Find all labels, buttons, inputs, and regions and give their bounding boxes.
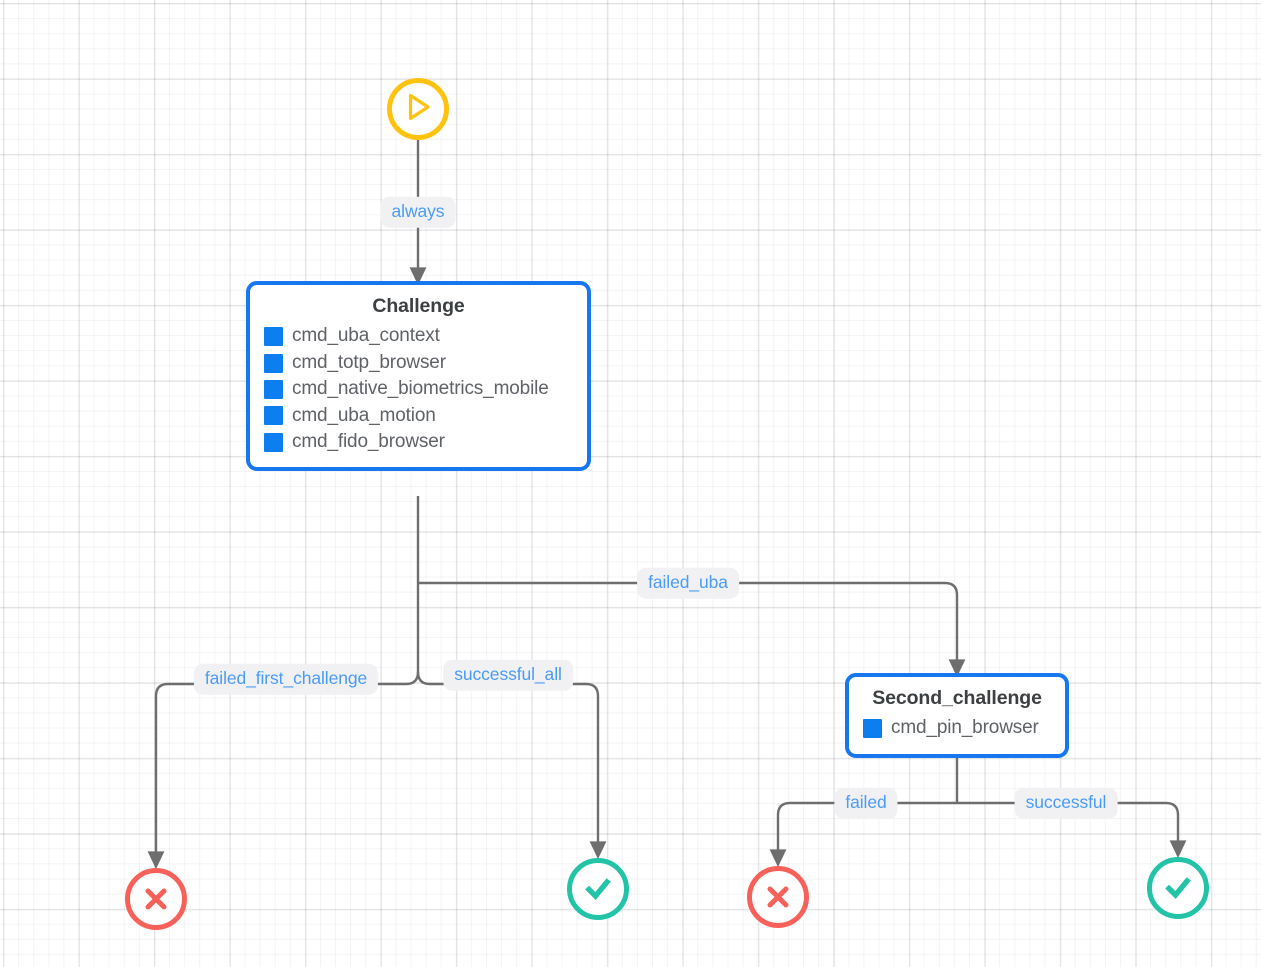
edge-label-failed[interactable]: failed <box>834 787 898 819</box>
start-node[interactable] <box>387 78 449 140</box>
edge-label-successful[interactable]: successful <box>1014 787 1118 819</box>
method-color-swatch <box>264 353 283 373</box>
terminal-fail-second-challenge[interactable] <box>747 866 809 928</box>
check-circle-icon <box>581 872 615 906</box>
edge-path-failed-first-challenge <box>147 671 420 870</box>
method-color-swatch <box>264 379 283 399</box>
node-challenge-method-row[interactable]: cmd_native_biometrics_mobile <box>264 376 573 402</box>
method-color-swatch <box>264 432 283 452</box>
method-label: cmd_uba_motion <box>292 404 436 426</box>
node-second-challenge-method-row[interactable]: cmd_pin_browser <box>863 715 1051 741</box>
terminal-fail-first-challenge[interactable] <box>125 868 187 930</box>
node-challenge-method-row[interactable]: cmd_uba_context <box>264 323 573 349</box>
edge-label-failed-uba[interactable]: failed_uba <box>637 567 739 599</box>
edge-label-always[interactable]: always <box>380 196 456 228</box>
play-circle-icon <box>401 90 435 129</box>
node-challenge[interactable]: Challenge cmd_uba_context cmd_totp_brows… <box>246 281 591 472</box>
method-label: cmd_totp_browser <box>292 351 446 373</box>
node-challenge-method-row[interactable]: cmd_fido_browser <box>264 429 573 455</box>
method-color-swatch <box>863 719 882 739</box>
node-challenge-method-row[interactable]: cmd_uba_motion <box>264 403 573 429</box>
x-circle-icon <box>762 881 794 913</box>
node-second-challenge[interactable]: Second_challenge cmd_pin_browser <box>845 673 1069 758</box>
check-circle-icon <box>1161 871 1195 905</box>
method-color-swatch <box>264 406 283 426</box>
x-circle-icon <box>140 883 172 915</box>
terminal-success-second-challenge[interactable] <box>1147 857 1209 919</box>
node-second-challenge-title: Second_challenge <box>872 687 1042 709</box>
method-label: cmd_fido_browser <box>292 431 445 453</box>
node-challenge-method-row[interactable]: cmd_totp_browser <box>264 350 573 376</box>
method-color-swatch <box>264 327 283 347</box>
edge-label-failed-first-challenge[interactable]: failed_first_challenge <box>193 663 379 695</box>
terminal-success-all[interactable] <box>567 858 629 920</box>
node-challenge-title: Challenge <box>372 295 465 317</box>
method-label: cmd_uba_context <box>292 325 440 347</box>
method-label: cmd_pin_browser <box>891 717 1039 739</box>
edge-label-successful-all[interactable]: successful_all <box>443 659 573 691</box>
method-label: cmd_native_biometrics_mobile <box>292 378 549 400</box>
edge-path-successful-all <box>416 671 607 860</box>
